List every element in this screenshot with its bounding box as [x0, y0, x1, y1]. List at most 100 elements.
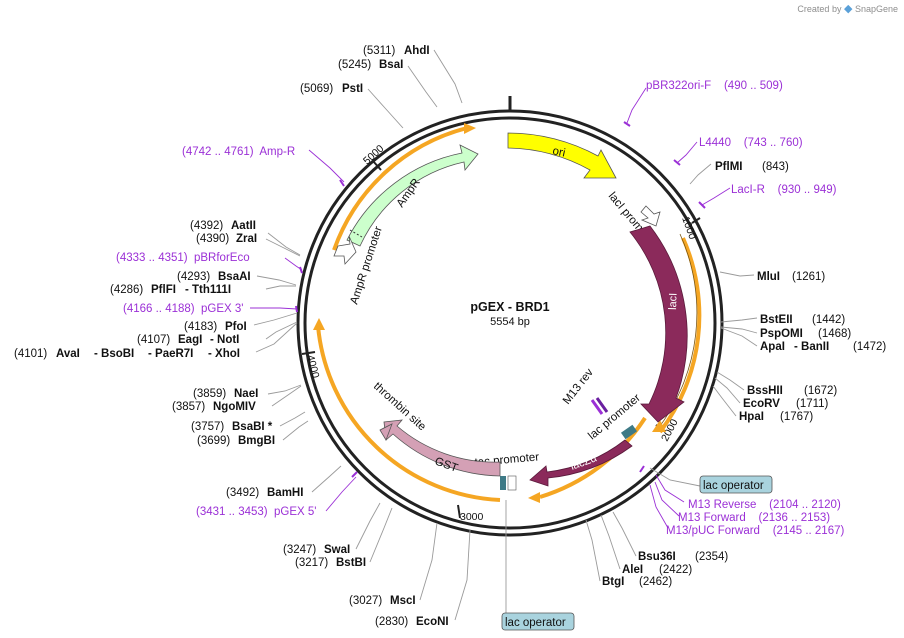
BssHII-lead [716, 371, 745, 391]
MluI-lead [719, 271, 755, 277]
L4440-mark [673, 159, 681, 166]
PspOMI-lead [720, 326, 758, 334]
lac-operator-box-bottom [501, 612, 575, 631]
HpaI-lead [712, 385, 737, 417]
plasmid-length: 5554 bp [490, 316, 530, 328]
AhdI-name: AhdI [404, 45, 430, 57]
NaeI-name: NaeI [234, 388, 258, 400]
BsaBI-lead [279, 411, 306, 427]
PflFI-extra: - Tth111I [185, 284, 231, 296]
HpaI-pos: (1767) [780, 411, 813, 423]
pBRforEco-mark [299, 266, 303, 274]
EcoNI-pos: (2830) [375, 616, 408, 628]
BsaAI-name: BsaAI [218, 271, 251, 283]
AatII-lead [267, 232, 301, 256]
NaeI-lead [267, 384, 302, 395]
pBR322ori-F-mark [623, 121, 631, 127]
lacZa-feature [529, 439, 633, 487]
Amp-R-label: (4742 .. 4761) Amp-R [182, 146, 295, 158]
AleI-name: AleI [622, 564, 643, 576]
PstI-name: PstI [342, 83, 363, 95]
AvaI-extra1: - BsoBI [94, 348, 134, 360]
M13-primer-mark [639, 465, 645, 473]
tick-label-4000: 4000 [304, 354, 321, 380]
ApaI-name: ApaI [760, 341, 785, 353]
AmpR-feature [346, 144, 479, 247]
PflFI-pos: (4286) [110, 284, 143, 296]
MscI-pos: (3027) [349, 595, 382, 607]
BsaI-name: BsaI [379, 59, 403, 71]
BstBI-pos: (3217) [295, 557, 328, 569]
M13-Forward-label: M13 Forward (2136 .. 2153) [678, 512, 830, 524]
BstBI-lead [369, 507, 393, 563]
GST-orf-arrowhead [313, 318, 325, 330]
M13-pUC-Forward-lead [649, 484, 669, 529]
lac-operator-right-lead [649, 467, 701, 487]
lac-operator-box-right [699, 475, 773, 494]
BtgI-name: BtgI [602, 576, 624, 588]
PflFI-lead [265, 285, 296, 290]
lacI-feature [629, 225, 688, 423]
EcoRV-name: EcoRV [743, 398, 780, 410]
BmgBI-name: BmgBI [238, 435, 275, 447]
Bsu36I-name: Bsu36I [638, 551, 676, 563]
NgoMIV-lead [271, 385, 302, 407]
EcoNI-lead [454, 529, 471, 621]
tick-5000 [372, 160, 382, 171]
BamHI-lead [311, 465, 342, 493]
ori-label: ori [551, 145, 566, 159]
AvaI-name: AvaI [56, 348, 80, 360]
BstEII-name: BstEII [760, 314, 793, 326]
PstI-lead [367, 88, 404, 129]
L4440-lead [676, 141, 698, 164]
GST-orf-arc [316, 325, 501, 502]
ori-feature [507, 132, 617, 179]
AatII-name: AatII [231, 220, 256, 232]
PfoI-lead [253, 312, 298, 326]
EcoNI-name: EcoNI [416, 616, 449, 628]
EagI-name: EagI [178, 334, 202, 346]
BstEII-pos: (1442) [812, 314, 845, 326]
lacI-orf-arrowhead [652, 420, 666, 432]
M13-Forward-lead [654, 481, 680, 517]
AleI-pos: (2422) [659, 564, 692, 576]
lacI-promoter-arrow [640, 205, 661, 227]
pGEX3-label: (4166 .. 4188) pGEX 3' [123, 303, 243, 315]
tick-1000 [691, 217, 701, 224]
AvaI-extra2: - PaeR7I [148, 348, 193, 360]
AmpR-promoter-arrow [333, 235, 357, 265]
M13-Reverse-label: M13 Reverse (2104 .. 2120) [688, 499, 841, 511]
pGEX5-mark [351, 471, 358, 478]
BsaI-pos: (5245) [338, 59, 371, 71]
L4440-label: L4440 (743 .. 760) [699, 137, 803, 149]
SwaI-lead [355, 502, 381, 550]
EagI-pos: (4107) [137, 334, 170, 346]
tick-3000 [457, 504, 461, 519]
PfoI-pos: (4183) [184, 321, 217, 333]
thrombin-site-label: thrombin site [371, 380, 428, 433]
PspOMI-pos: (1468) [818, 328, 851, 340]
credit-line: Created by ◆ SnapGene [797, 2, 898, 15]
tac-promoter-hatch [507, 475, 517, 491]
ApaI-extra: - BanII [794, 341, 829, 353]
BsaBI-pos: (3757) [191, 421, 224, 433]
credit-prefix: Created by [797, 4, 842, 14]
EagI-lead [265, 321, 298, 340]
EagI-extra: - NotI [210, 334, 239, 346]
PfoI-name: PfoI [225, 321, 247, 333]
lac-operator-bottom-label: lac operator [505, 617, 566, 629]
ZraI-name: ZraI [236, 233, 257, 245]
LacI-R-lead [701, 187, 731, 206]
lac-promoter-block [620, 424, 638, 440]
PflMI-name: PflMI [715, 161, 742, 173]
M13-Reverse-lead [655, 474, 685, 503]
ApaI-lead [720, 327, 758, 347]
BssHII-pos: (1672) [804, 385, 837, 397]
EcoRV-pos: (1711) [796, 398, 829, 410]
AvaI-lead [255, 322, 298, 353]
lacI-label: lacI [667, 293, 680, 311]
pGEX3-mark [295, 305, 298, 313]
backbone-inner-ring [303, 116, 717, 530]
